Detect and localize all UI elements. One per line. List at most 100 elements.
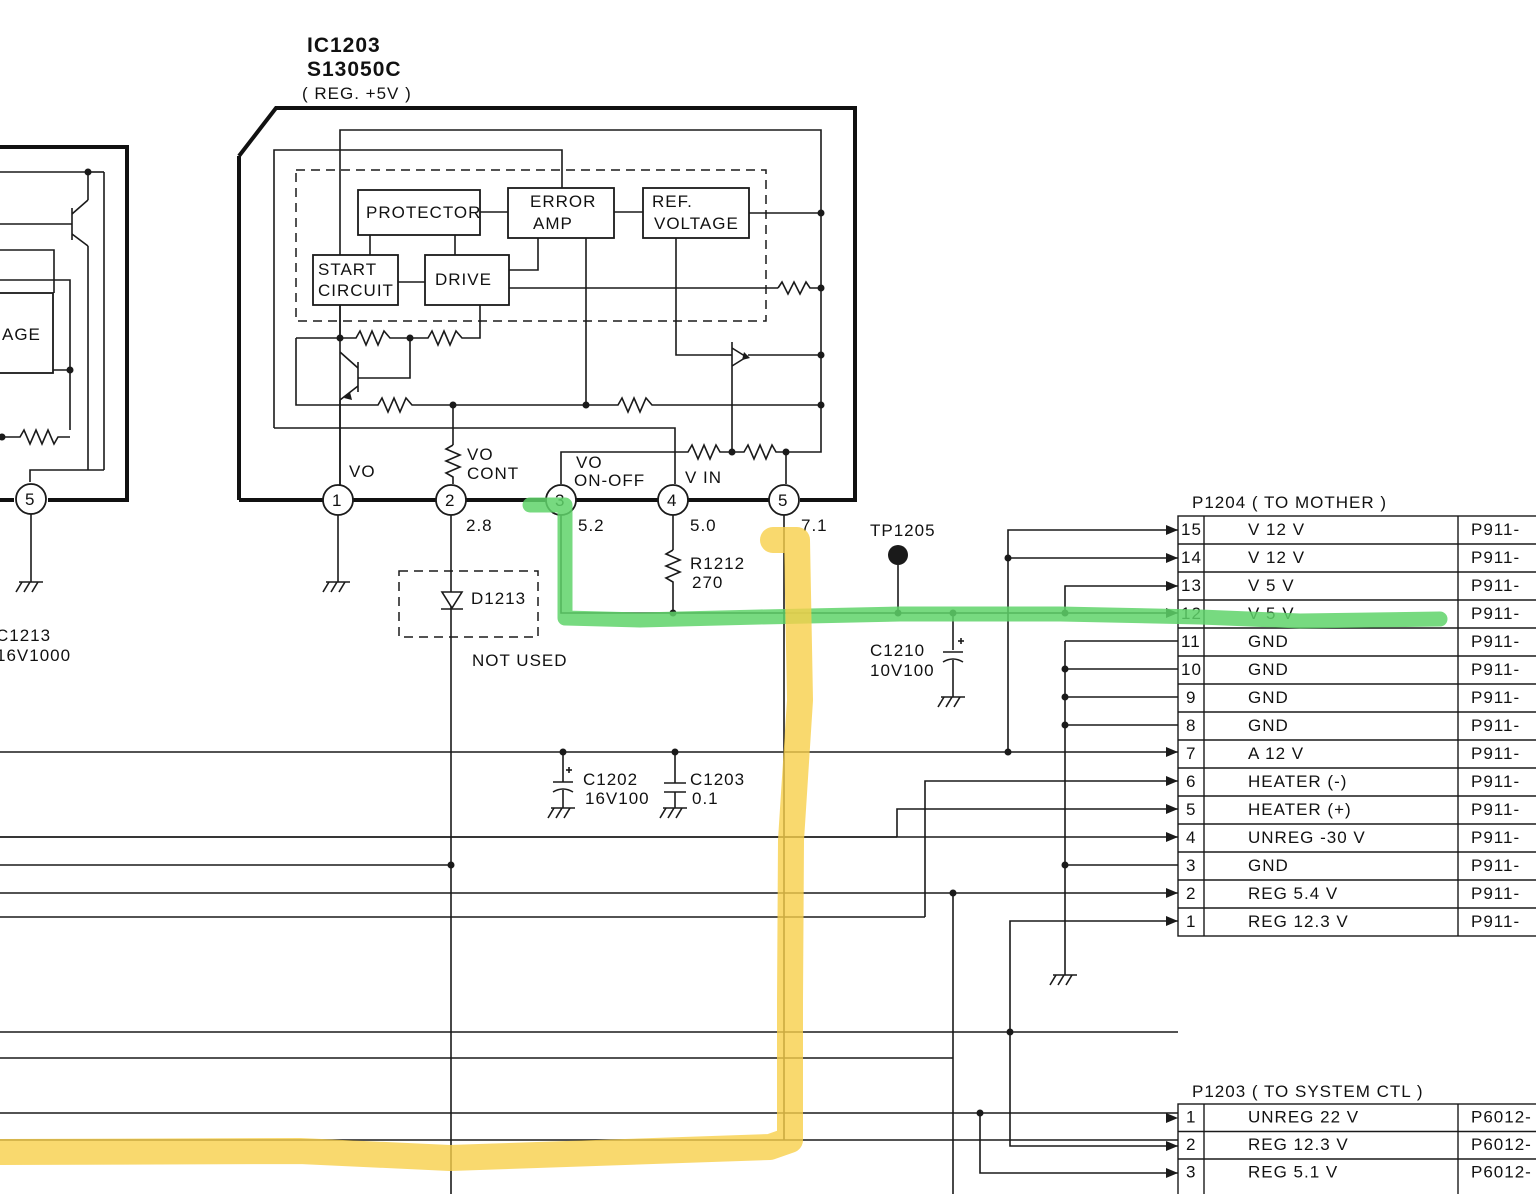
- pin-2-name-1: VO: [467, 445, 494, 464]
- tp1205-icon: [888, 545, 908, 565]
- connector-signal-name: REG 5.4 V: [1248, 884, 1338, 903]
- r1212-ref: R1212: [690, 554, 745, 573]
- pin-2-name-2: CONT: [467, 464, 519, 483]
- ic-pin-1-number: 1: [332, 491, 342, 510]
- connector-pin-number: 13: [1181, 576, 1202, 595]
- pin-1-name: VO: [349, 462, 376, 481]
- r1212-value: 270: [692, 573, 723, 592]
- connector-signal-name: GND: [1248, 632, 1289, 651]
- d1213-ref: D1213: [471, 589, 526, 608]
- connector-destination: P911-: [1471, 520, 1520, 539]
- connector-arrows: [1166, 525, 1178, 1178]
- connector-signal-name: HEATER (-): [1248, 772, 1347, 791]
- yellow-highlight-pin5-trace: [0, 527, 813, 1171]
- connector-destination: P911-: [1471, 604, 1520, 623]
- connector-destination: P911-: [1471, 744, 1520, 763]
- ground-icon: [1049, 974, 1077, 986]
- ground-icon: [659, 807, 687, 819]
- ic-pin-4-number: 4: [667, 491, 677, 510]
- c1203-ref: C1203: [690, 770, 745, 789]
- pin-4-name: V IN: [685, 468, 722, 487]
- ic1203: IC1203 S13050C ( REG. +5V ) PROTECTOR ER…: [237, 34, 857, 535]
- pin-2-voltage: 2.8: [466, 516, 493, 535]
- connector-pin-number: 3: [1186, 856, 1196, 875]
- ground-icon: [15, 581, 43, 593]
- connector-destination: P911-: [1471, 828, 1520, 847]
- diode-icon: [440, 591, 464, 610]
- ref-voltage-block: REF. VOLTAGE: [642, 187, 750, 239]
- green-highlight-v5-trace: [522, 497, 1448, 629]
- connector-destination: P911-: [1471, 548, 1520, 567]
- connector-pin-number: 4: [1186, 828, 1196, 847]
- protector-label: PROTECTOR: [366, 203, 481, 222]
- connector-row: 3 GND P911-: [1178, 851, 1536, 875]
- left-ic-pin-5-label: 5: [25, 490, 35, 509]
- c1202-ref: C1202: [583, 770, 638, 789]
- connector-signal-name: V 12 V: [1248, 520, 1305, 539]
- control-block-boundary: [295, 169, 767, 322]
- connector-destination: P911-: [1471, 660, 1520, 679]
- ic-part-number: S13050C: [307, 58, 402, 81]
- c1203-value: 0.1: [692, 789, 719, 808]
- capacitor-icon: [664, 752, 686, 808]
- connector-destination: P911-: [1471, 716, 1520, 735]
- connector-pin-number: 15: [1181, 520, 1202, 539]
- capacitor-icon: [942, 638, 964, 697]
- pin-3-name-1: VO: [576, 453, 603, 472]
- error-transistor-icon: [720, 342, 750, 372]
- c1213-value: 16V1000: [0, 646, 71, 665]
- connector-pin-number: 6: [1186, 772, 1196, 791]
- drive-block: DRIVE: [424, 254, 510, 306]
- connector-destination: P6012-: [1471, 1108, 1532, 1127]
- tp1205-label: TP1205: [870, 521, 936, 540]
- connector-pin-number: 1: [1186, 1108, 1196, 1127]
- connector-destination: P6012-: [1471, 1163, 1532, 1182]
- connector-destination: P911-: [1471, 772, 1520, 791]
- pin-5-voltage: 7.1: [801, 516, 828, 535]
- connector-destination: P911-: [1471, 856, 1520, 875]
- pin-4-voltage: 5.0: [690, 516, 717, 535]
- ref-voltage-label-1: REF.: [652, 192, 693, 211]
- ground-icon: [937, 696, 965, 708]
- connector-row: 3 REG 5.1 V P6012-: [1178, 1158, 1536, 1182]
- connector-destination: P911-: [1471, 632, 1520, 651]
- p1204-title: P1204 ( TO MOTHER ): [1192, 493, 1387, 512]
- connector-pin-number: 7: [1186, 744, 1196, 763]
- start-circuit-label-1: START: [318, 260, 377, 279]
- connector-signal-name: REG 5.1 V: [1248, 1163, 1338, 1182]
- connector-signal-name: REG 12.3 V: [1248, 1135, 1349, 1154]
- connector-signal-name: GND: [1248, 716, 1289, 735]
- ic-function: ( REG. +5V ): [302, 84, 412, 103]
- c1202-value: 16V100: [585, 789, 650, 808]
- p1203-title: P1203 ( TO SYSTEM CTL ): [1192, 1082, 1423, 1101]
- connector-destination: P911-: [1471, 688, 1520, 707]
- connector-row: 15 V 12 V P911-: [1181, 520, 1520, 539]
- pin-3-voltage: 5.2: [578, 516, 605, 535]
- connector-signal-name: V 5 V: [1248, 576, 1295, 595]
- error-amp-block: ERROR AMP: [507, 187, 615, 239]
- error-amp-label-2: AMP: [533, 214, 573, 233]
- connector-row: 6 HEATER (-) P911-: [1178, 767, 1536, 791]
- connector-pin-number: 3: [1186, 1163, 1196, 1182]
- connector-signal-name: REG 12.3 V: [1248, 912, 1349, 931]
- connector-signal-name: HEATER (+): [1248, 800, 1352, 819]
- capacitor-icon: [552, 752, 574, 808]
- connector-pin-number: 9: [1186, 688, 1196, 707]
- protector-block: PROTECTOR: [357, 189, 481, 236]
- connector-signal-name: GND: [1248, 856, 1289, 875]
- ic-pin-5-number: 5: [778, 491, 788, 510]
- highlight-annotations: [0, 497, 1448, 1171]
- ground-icon: [322, 581, 350, 593]
